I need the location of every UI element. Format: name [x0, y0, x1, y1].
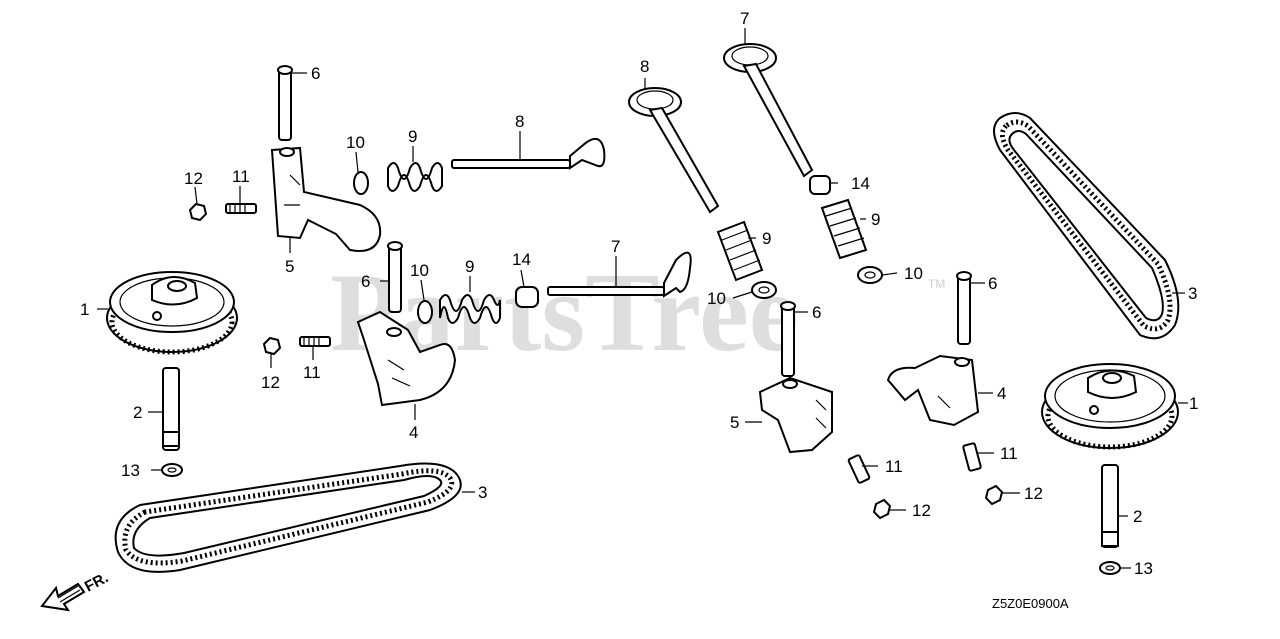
valve-top-left[interactable]: [451, 138, 606, 170]
watermark-trademark: TM: [928, 277, 945, 291]
adjuster-screw-right[interactable]: [962, 442, 982, 472]
diagram-code: Z5Z0E0900A: [992, 596, 1069, 611]
valve-collar-center[interactable]: [751, 281, 777, 299]
adjuster-screw-top-left[interactable]: [225, 203, 257, 214]
callout-10-c: 10: [707, 289, 726, 308]
pin-left[interactable]: [162, 367, 180, 451]
callout-7-mid: 7: [611, 237, 620, 256]
pulley-left[interactable]: [106, 271, 238, 355]
washer-left[interactable]: [161, 463, 183, 477]
arrow-left-icon: [40, 582, 86, 612]
callout-12-b: 12: [261, 373, 280, 392]
callout-11-c: 11: [885, 457, 903, 476]
valve-spring-top-left[interactable]: [387, 162, 443, 192]
callout-2-right: 2: [1133, 507, 1142, 526]
valve-spring-center[interactable]: [716, 220, 764, 282]
rocker-arm-top-left[interactable]: [270, 146, 382, 252]
callout-10-a: 10: [346, 133, 365, 152]
callout-3-bottom: 3: [478, 483, 487, 502]
valve-collar-mid-left[interactable]: [417, 300, 433, 324]
callout-6-b: 6: [361, 272, 370, 291]
adjuster-screw-center-right[interactable]: [847, 454, 871, 484]
callout-12-a: 12: [184, 169, 203, 188]
rocker-pin-mid-left[interactable]: [387, 241, 403, 313]
callout-8-top: 8: [640, 57, 649, 76]
rocker-arm-right[interactable]: [886, 354, 980, 427]
valve-spring-right[interactable]: [820, 198, 868, 260]
callout-1-right: 1: [1189, 394, 1198, 413]
callout-14-a: 14: [512, 250, 531, 269]
pulley-right[interactable]: [1041, 363, 1179, 450]
valve-collar-top-left[interactable]: [353, 171, 369, 195]
valve-collar-right[interactable]: [857, 266, 883, 284]
valve-spring-mid-left[interactable]: [439, 294, 501, 324]
nut-center-right[interactable]: [872, 498, 892, 520]
callout-12-d: 12: [1024, 484, 1043, 503]
callout-11-b: 11: [303, 363, 321, 382]
callout-11-a: 11: [232, 167, 250, 186]
valve-seal-mid-left[interactable]: [515, 286, 539, 308]
rocker-pin-right[interactable]: [956, 271, 972, 345]
callout-4-left: 4: [409, 423, 418, 442]
callout-3-right: 3: [1188, 284, 1197, 303]
timing-belt-right[interactable]: [993, 112, 1180, 340]
rocker-arm-center-right[interactable]: [758, 376, 833, 454]
adjuster-screw-mid-left[interactable]: [299, 336, 331, 347]
washer-right[interactable]: [1099, 561, 1121, 575]
callout-6-a: 6: [311, 64, 320, 83]
valve-seal-center[interactable]: [809, 175, 831, 195]
pin-right[interactable]: [1101, 464, 1119, 548]
nut-top-left[interactable]: [188, 202, 208, 222]
callout-4-right: 4: [997, 384, 1006, 403]
callout-13-right: 13: [1134, 559, 1153, 578]
callout-2-left: 2: [133, 403, 142, 422]
callout-10-d: 10: [904, 264, 923, 283]
callout-6-c: 6: [812, 303, 821, 322]
callout-12-c: 12: [912, 501, 931, 520]
valve-diagonal-right[interactable]: [723, 43, 814, 178]
valve-mid-left[interactable]: [547, 251, 692, 298]
callout-14-b: 14: [851, 174, 870, 193]
front-direction-marker: FR.: [40, 569, 111, 612]
callout-11-d: 11: [1000, 444, 1018, 463]
nut-right[interactable]: [984, 484, 1004, 506]
callout-7-top: 7: [740, 9, 749, 28]
callout-9-b: 9: [465, 257, 474, 276]
callout-9-c: 9: [762, 229, 771, 248]
callout-5-right: 5: [730, 413, 739, 432]
callout-1-left: 1: [80, 300, 89, 319]
rocker-pin-top-left[interactable]: [277, 65, 293, 141]
callout-5-top: 5: [285, 257, 294, 276]
timing-belt-bottom[interactable]: [114, 462, 462, 573]
front-direction-label: FR.: [82, 569, 111, 595]
callout-9-d: 9: [871, 210, 880, 229]
callout-9-a: 9: [408, 127, 417, 146]
callout-8-mid: 8: [515, 112, 524, 131]
callout-13-left: 13: [121, 461, 140, 480]
nut-mid-left[interactable]: [262, 336, 282, 356]
valve-diagonal-left[interactable]: [628, 87, 720, 214]
rocker-pin-center-right[interactable]: [780, 301, 796, 377]
rocker-arm-mid-left[interactable]: [356, 310, 457, 407]
leader-lines: [97, 28, 1188, 569]
callout-10-b: 10: [410, 261, 429, 280]
callout-6-d: 6: [988, 274, 997, 293]
